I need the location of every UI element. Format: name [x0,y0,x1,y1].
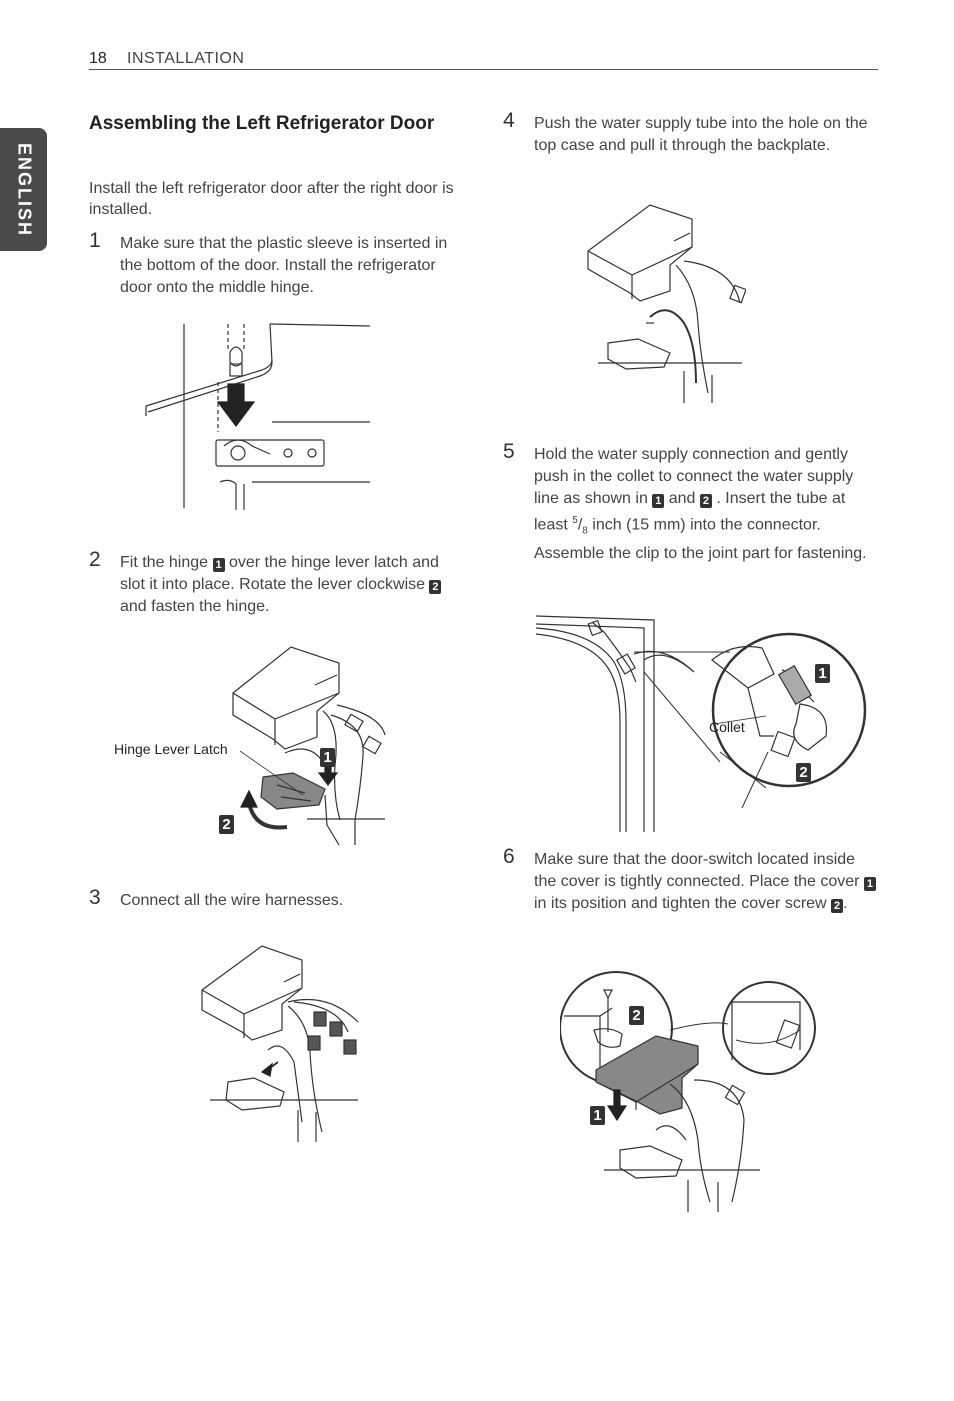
step-number: 3 [89,886,101,909]
step-text: Make sure that the plastic sleeve is ins… [120,235,448,296]
callout-badge-2: 2 [429,580,442,594]
callout-badge-2: 2 [831,899,844,913]
wire-harness-illustration [201,945,359,1142]
step-number: 4 [503,109,515,132]
step-text: Make sure that the door-switch located i… [534,849,878,915]
page-number: 18 [89,50,107,67]
door-hinge-illustration [145,323,371,510]
figure-badge-1: 1 [320,748,335,767]
step-number: 6 [503,845,515,868]
step-text: Hold the water supply connection and gen… [534,446,867,562]
figure-badge-2: 2 [219,815,234,834]
language-label: ENGLISH [14,142,35,237]
hinge-latch-illustration [232,646,386,845]
callout-badge-1: 1 [652,494,665,508]
language-tab: ENGLISH [0,128,47,251]
header-divider [89,69,878,70]
step-text: Push the water supply tube into the hole… [534,115,868,154]
step-number: 1 [89,229,101,252]
fraction-denominator: 8 [582,525,588,537]
step-text: Connect all the wire harnesses. [120,892,344,909]
collet-illustration [535,615,867,832]
step-number: 5 [503,440,515,463]
callout-badge-1: 1 [863,877,876,891]
cover-screw-illustration [560,971,816,1212]
figure-badge-1: 1 [815,664,830,683]
hinge-lever-latch-label: Hinge Lever Latch [114,741,228,757]
intro-text: Install the left refrigerator door after… [89,180,454,218]
step-text: Fit the hinge 1 over the hinge lever lat… [120,552,468,618]
figure-badge-1: 1 [590,1106,605,1125]
collet-label: Collet [709,719,745,735]
figure-badge-2: 2 [796,763,811,782]
section-title: INSTALLATION [127,50,245,67]
fraction-numerator: 5 [572,515,578,526]
callout-badge-2: 2 [699,494,712,508]
step-number: 2 [89,548,101,571]
figure-badge-2: 2 [629,1006,644,1025]
water-tube-illustration [587,204,746,403]
callout-badge-1: 1 [212,558,225,572]
page-heading: Assembling the Left Refrigerator Door [89,113,435,134]
